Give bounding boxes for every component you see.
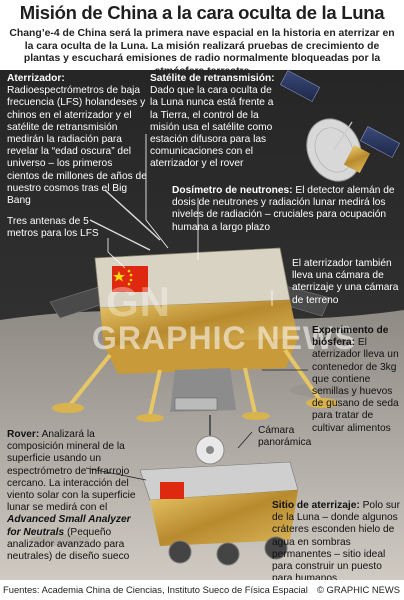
site-text: Polo sur de la Luna – donde algunos crát…	[272, 500, 400, 580]
dosimeter-text: El detector alemán de dosis de neutrones…	[172, 185, 395, 233]
rover-text: Analizará la composición mineral de la s…	[7, 429, 136, 514]
watermark-text: GRAPHIC NEWS	[92, 320, 357, 356]
lander-icon	[49, 189, 338, 422]
relay-caption: Satélite de retransmisión: Dado que la c…	[150, 73, 282, 171]
dosimeter-caption: Dosímetro de neutrones: El detector alem…	[172, 185, 398, 234]
illustration-panel: GN GRAPHIC NEWS Aterrizador: Radioespect…	[0, 70, 404, 580]
lander-heading: Aterrizador:	[7, 73, 65, 84]
rover-caption: Rover: Analizará la composición mineral …	[7, 429, 137, 563]
site-heading: Sitio de aterrizaje:	[272, 500, 360, 511]
biosphere-caption: Experimento de biósfera: El aterrizador …	[312, 325, 402, 435]
sources-credit: Fuentes: Academia China de Ciencias, Ins…	[3, 584, 308, 595]
relay-heading: Satélite de retransmisión:	[150, 73, 275, 84]
lander-text: Radioespectrómetros de baja frecuencia (…	[7, 85, 147, 207]
watermark-logo: GN	[106, 278, 171, 325]
footer: Fuentes: Academia China de Ciencias, Ins…	[0, 580, 404, 600]
relay-satellite-icon	[279, 70, 401, 182]
site-caption: Sitio de aterrizaje: Polo sur de la Luna…	[272, 500, 400, 580]
biosphere-text: El aterrizador lleva un contenedor de 3k…	[312, 337, 399, 434]
relay-text: Dado que la cara oculta de la Luna nunca…	[150, 85, 274, 170]
rover-heading: Rover:	[7, 429, 40, 440]
dosimeter-heading: Dosímetro de neutrones:	[172, 185, 293, 196]
rover-flag-icon	[160, 482, 184, 499]
antennas-caption: Tres antenas de 5 metros para los LFS	[7, 216, 99, 240]
pan-camera-caption: Cámara panorámica	[258, 425, 312, 449]
rover-instrument: Advanced Small Analyzer for Neutrals	[7, 514, 131, 538]
copyright-credit: © GRAPHIC NEWS	[317, 584, 400, 595]
camera-note-caption: El aterrizador también lleva una cámara …	[292, 258, 399, 306]
rover-suffix: (Pequeño analizador avanzado para neutra…	[7, 526, 130, 563]
biosphere-heading: Experimento de biósfera:	[312, 325, 389, 349]
rover-icon	[139, 397, 299, 566]
lander-caption: Aterrizador: Radioespectrómetros de baja…	[7, 73, 147, 207]
lander-rover-illustration	[0, 70, 404, 580]
page-title: Misión de China a la cara oculta de la L…	[19, 2, 385, 23]
